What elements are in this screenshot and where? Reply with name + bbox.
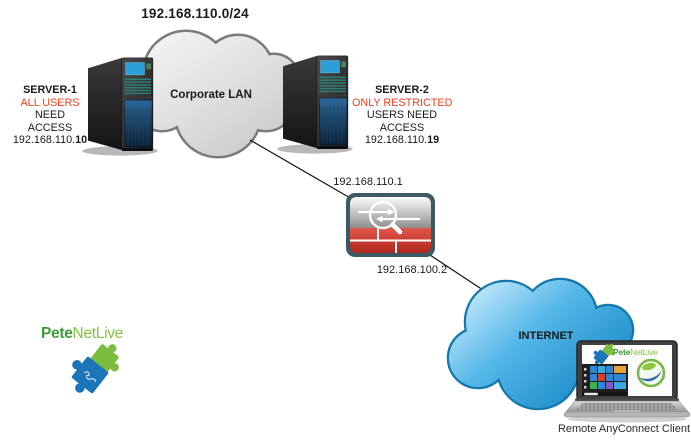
firewall-inside-ip-label: 192.168.110.1 — [333, 176, 403, 188]
laptop-icon — [563, 340, 691, 423]
server1-access-line1: ALL USERS — [20, 96, 80, 109]
anyconnect-globe-icon — [636, 358, 666, 388]
link-lan-to-firewall — [249, 139, 353, 200]
laptop-screen-logo-text: PeteNetLive — [613, 347, 658, 357]
server1-access-line2: NEED — [35, 109, 65, 122]
remote-client-label: Remote AnyConnect Client — [557, 423, 691, 435]
server2-access-line1: ONLY RESTRICTED — [352, 96, 453, 109]
inspect-arrows-magnifier-icon — [358, 200, 420, 235]
server2-caption: SERVER-2 ONLY RESTRICTED USERS NEED ACCE… — [352, 84, 452, 147]
asa-firewall-icon — [346, 193, 435, 257]
server1-caption: SERVER-1 ALL USERS NEED ACCESS 192.168.1… — [0, 84, 100, 147]
firewall-outside-ip-label: 192.168.100.2 — [376, 264, 448, 276]
server2-access-line3: ACCESS — [379, 121, 425, 134]
link-firewall-to-internet — [429, 254, 487, 293]
server2-name: SERVER-2 — [375, 84, 429, 96]
server2-tower-server-icon — [276, 55, 354, 155]
server2-access-line2: USERS NEED — [366, 109, 438, 122]
server1-name: SERVER-1 — [23, 84, 77, 96]
windows-start-menu-icon — [582, 364, 628, 396]
subnet-label: 192.168.110.0/24 — [141, 6, 249, 21]
puzzle-pieces-logo-icon — [71, 344, 119, 394]
server1-ip: 192.168.110.10 — [12, 134, 88, 147]
server1-access-line3: ACCESS — [27, 121, 73, 134]
server2-ip: 192.168.110.19 — [364, 134, 440, 147]
petenetlive-logo-text: PeteNetLive — [41, 325, 124, 342]
screen-puzzle-logo-icon — [593, 343, 615, 365]
internet-cloud-label: INTERNET — [518, 330, 574, 342]
network-links — [249, 139, 487, 293]
lan-cloud-label: Corporate LAN — [170, 89, 252, 101]
